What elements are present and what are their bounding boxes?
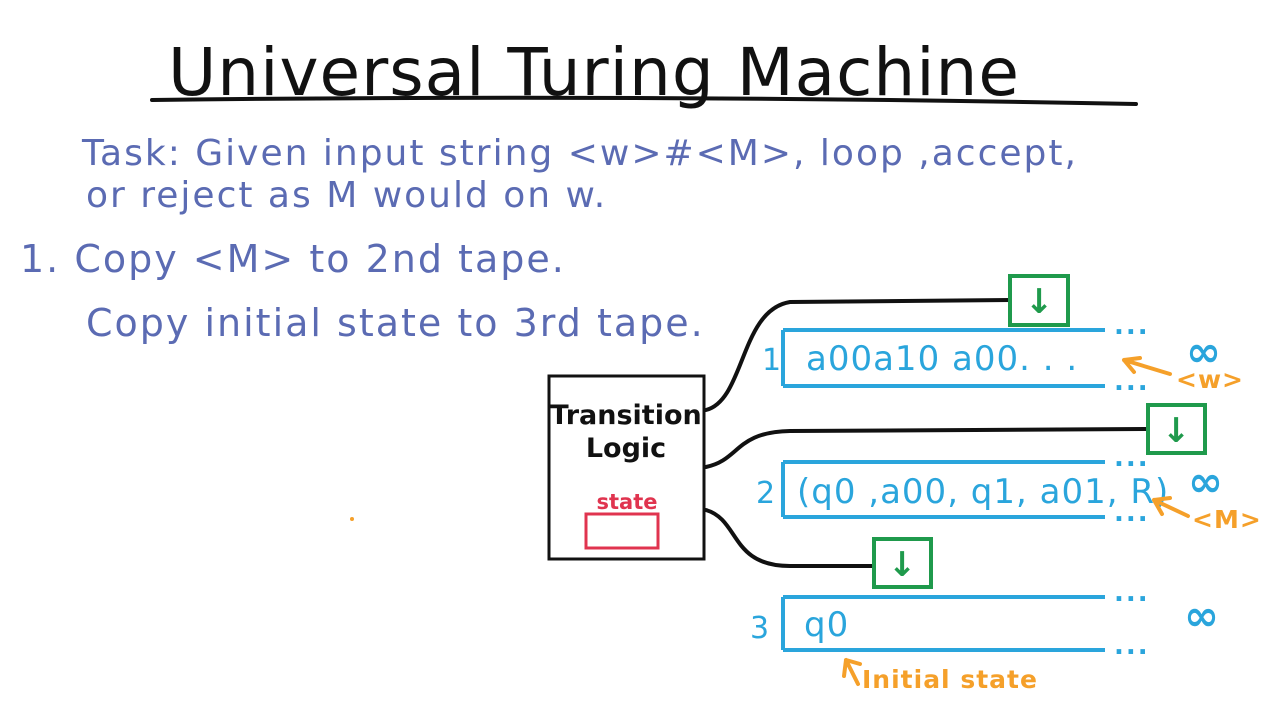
step-1-substep: Copy initial state to 3rd tape.: [86, 301, 705, 345]
tape-3-annotation: Initial state: [842, 658, 1038, 694]
state-label: state: [597, 490, 658, 514]
tape-1-dots-bottom: ...: [1114, 367, 1150, 397]
tape-1-content: a00a10 a00. . .: [806, 339, 1078, 379]
arrow-icon: [842, 658, 862, 686]
title-underline: [150, 95, 1138, 106]
tape-3-content: q0: [804, 605, 849, 645]
tape-1-head: ↓: [1008, 274, 1070, 327]
tape-2-annotation: <M>: [1152, 496, 1262, 534]
tape-1-annotation: <w>: [1122, 356, 1244, 394]
step-1: 1. Copy <M> to 2nd tape.: [20, 237, 566, 281]
tape-1-number: 1: [762, 343, 781, 378]
tape-2-head: ↓: [1146, 403, 1207, 455]
arrow-icon: [1152, 496, 1190, 518]
tape-2-infinity: ∞: [1188, 457, 1223, 506]
tape-1-infinity: ∞: [1186, 327, 1221, 376]
tape-3-number: 3: [750, 611, 769, 646]
transition-logic-box: Transition Logic state: [547, 374, 706, 561]
wire-tape-1: [704, 298, 1012, 412]
down-arrow-icon: ↓: [1162, 411, 1191, 451]
arrow-icon: [1122, 356, 1172, 376]
task-line-2: or reject as M would on w.: [86, 175, 607, 216]
stray-mark: [350, 517, 354, 521]
tape-3-dots-bottom: ...: [1114, 631, 1150, 661]
tape-2-dots-bottom: ...: [1114, 498, 1150, 528]
annotation-initial-state: Initial state: [862, 665, 1038, 694]
annotation-w: <w>: [1176, 365, 1244, 394]
wire-tape-3: [704, 508, 876, 568]
wire-tape-2: [704, 427, 1150, 469]
tape-3: 3 q0 ... ... ∞: [750, 578, 1219, 661]
down-arrow-icon: ↓: [1025, 282, 1054, 322]
task-line-1: Task: Given input string <w>#<M>, loop ,…: [81, 133, 1078, 174]
tape-3-dots-top: ...: [1114, 578, 1150, 608]
tape-3-head: ↓: [872, 537, 933, 589]
logic-box-line-2: Logic: [586, 433, 666, 464]
down-arrow-icon: ↓: [888, 545, 917, 585]
tape-3-infinity: ∞: [1184, 591, 1219, 640]
tape-2-number: 2: [756, 476, 775, 511]
logic-box-line-1: Transition: [550, 400, 701, 431]
tape-1: 1 a00a10 a00. . . ... ... ∞: [762, 311, 1221, 397]
tape-2: 2 (q0 ,a00, q1, a01, R) ... ... ∞: [756, 443, 1223, 528]
state-register: [584, 512, 660, 550]
tape-2-dots-top: ...: [1114, 443, 1150, 473]
tape-1-dots-top: ...: [1114, 311, 1150, 341]
tape-2-content: (q0 ,a00, q1, a01, R): [797, 472, 1169, 512]
annotation-m: <M>: [1192, 505, 1262, 534]
